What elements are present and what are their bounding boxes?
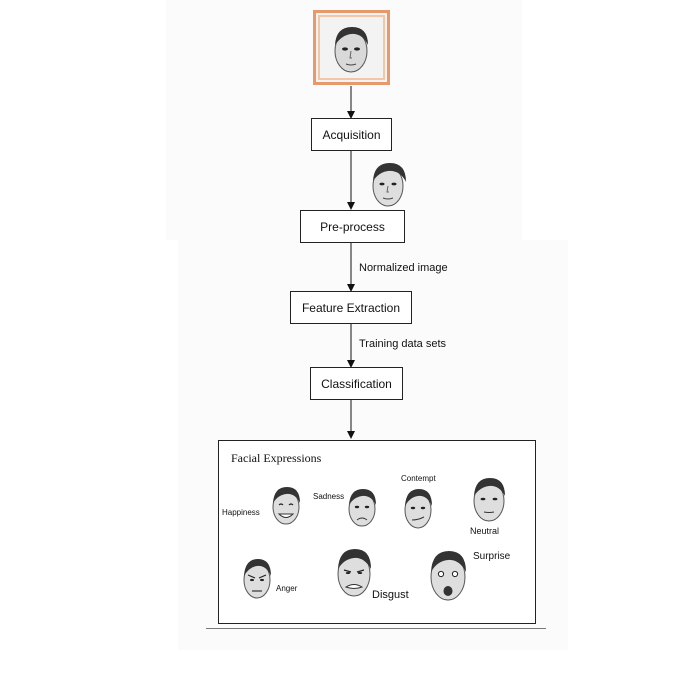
sadness-face (348, 489, 376, 527)
classification-box: Classification (310, 367, 403, 400)
surprise-face (430, 551, 466, 601)
input-face-image (334, 27, 368, 73)
happiness-label: Happiness (222, 508, 260, 517)
preprocess-label: Pre-process (320, 219, 385, 234)
contempt-face (404, 489, 432, 529)
surprise-label: Surprise (473, 551, 511, 562)
neutral-face (473, 478, 505, 522)
acquisition-label: Acquisition (322, 127, 381, 142)
neutral-label: Neutral (470, 526, 500, 536)
preprocessed-face-image (372, 163, 406, 207)
acquisition-box: Acquisition (311, 118, 392, 151)
normalized-image-label: Normalized image (359, 262, 448, 274)
panel-title: Facial Expressions (231, 451, 322, 465)
facial-expressions-panel: Facial Expressions Happiness Sadness Con… (218, 440, 536, 624)
preprocess-box: Pre-process (300, 210, 405, 243)
happiness-face (272, 487, 300, 525)
bottom-rule (206, 628, 546, 629)
feature-extraction-label: Feature Extraction (301, 300, 401, 315)
feature-extraction-box: Feature Extraction (290, 291, 412, 324)
anger-face (243, 559, 271, 599)
input-photo-frame (313, 10, 390, 85)
disgust-face (337, 549, 371, 597)
training-data-sets-label: Training data sets (359, 338, 447, 350)
disgust-label: Disgust (372, 589, 409, 601)
sadness-label: Sadness (313, 492, 345, 501)
classification-label: Classification (321, 376, 392, 391)
contempt-label: Contempt (401, 474, 436, 483)
anger-label: Anger (276, 584, 298, 593)
